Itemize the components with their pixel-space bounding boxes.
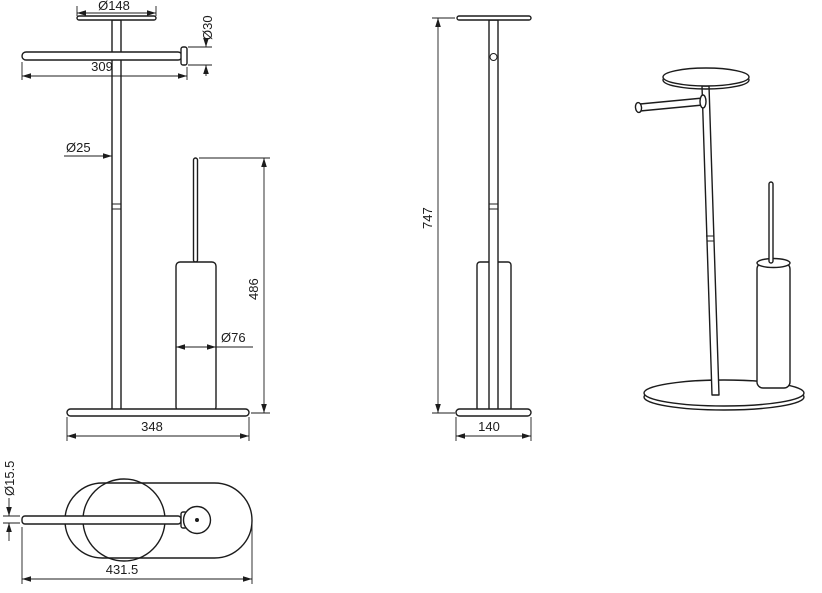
- front-base-plate: [66, 408, 250, 417]
- dim-label-brush-height: 486: [246, 278, 261, 300]
- front-view: Ø148 Ø30 309 Ø25: [21, 0, 270, 441]
- dim-label-base-width: 348: [141, 419, 163, 434]
- persp-brush-cup: [756, 257, 791, 389]
- dim-label-bar-tube-dia: Ø15.5: [2, 461, 17, 496]
- dim-front-cup-dia: Ø76: [176, 330, 253, 350]
- dim-top-overall-length: 431.5: [21, 523, 253, 584]
- dim-side-base-depth: 140: [455, 417, 532, 441]
- dim-front-bar-length: 309: [21, 59, 188, 80]
- dim-label-overall-height: 747: [420, 207, 435, 229]
- dim-front-bar-end-dia: Ø30: [188, 15, 215, 76]
- dim-side-overall-height: 747: [420, 17, 455, 414]
- dim-label-cup-dia: Ø76: [221, 330, 246, 345]
- persp-brush-handle: [768, 181, 774, 264]
- dim-label-overall-length: 431.5: [106, 562, 139, 577]
- side-top-plate: [456, 15, 532, 21]
- front-pole: [111, 19, 122, 414]
- side-view: 747 140: [420, 15, 532, 441]
- front-brush-cup: [175, 261, 217, 412]
- front-brush-handle: [192, 157, 199, 263]
- dim-label-base-depth: 140: [478, 419, 500, 434]
- top-brush-cup-circle: [182, 505, 212, 535]
- dim-front-pole-dia: Ø25: [64, 140, 112, 159]
- persp-paper-bar: [634, 94, 707, 114]
- side-base-plate: [455, 408, 532, 417]
- front-paper-bar: [21, 46, 188, 66]
- top-paper-bar: [21, 511, 188, 529]
- dim-label-pole-dia: Ø25: [66, 140, 91, 155]
- dim-top-bar-tube-dia: Ø15.5: [2, 461, 20, 541]
- top-view: Ø15.5 431.5: [2, 461, 253, 584]
- persp-top-plate: [662, 67, 750, 90]
- dim-front-base-width: 348: [66, 417, 250, 441]
- front-top-plate: [76, 15, 157, 21]
- dim-front-top-plate-dia: Ø148: [76, 0, 157, 16]
- dim-label-bar-length: 309: [91, 59, 113, 74]
- persp-pole: [701, 85, 720, 396]
- dim-label-bar-end-dia: Ø30: [200, 15, 215, 40]
- side-pole: [488, 19, 499, 414]
- perspective-view: [634, 67, 805, 411]
- dim-label-top-plate-dia: Ø148: [98, 0, 130, 13]
- dim-front-brush-height: 486: [199, 157, 270, 414]
